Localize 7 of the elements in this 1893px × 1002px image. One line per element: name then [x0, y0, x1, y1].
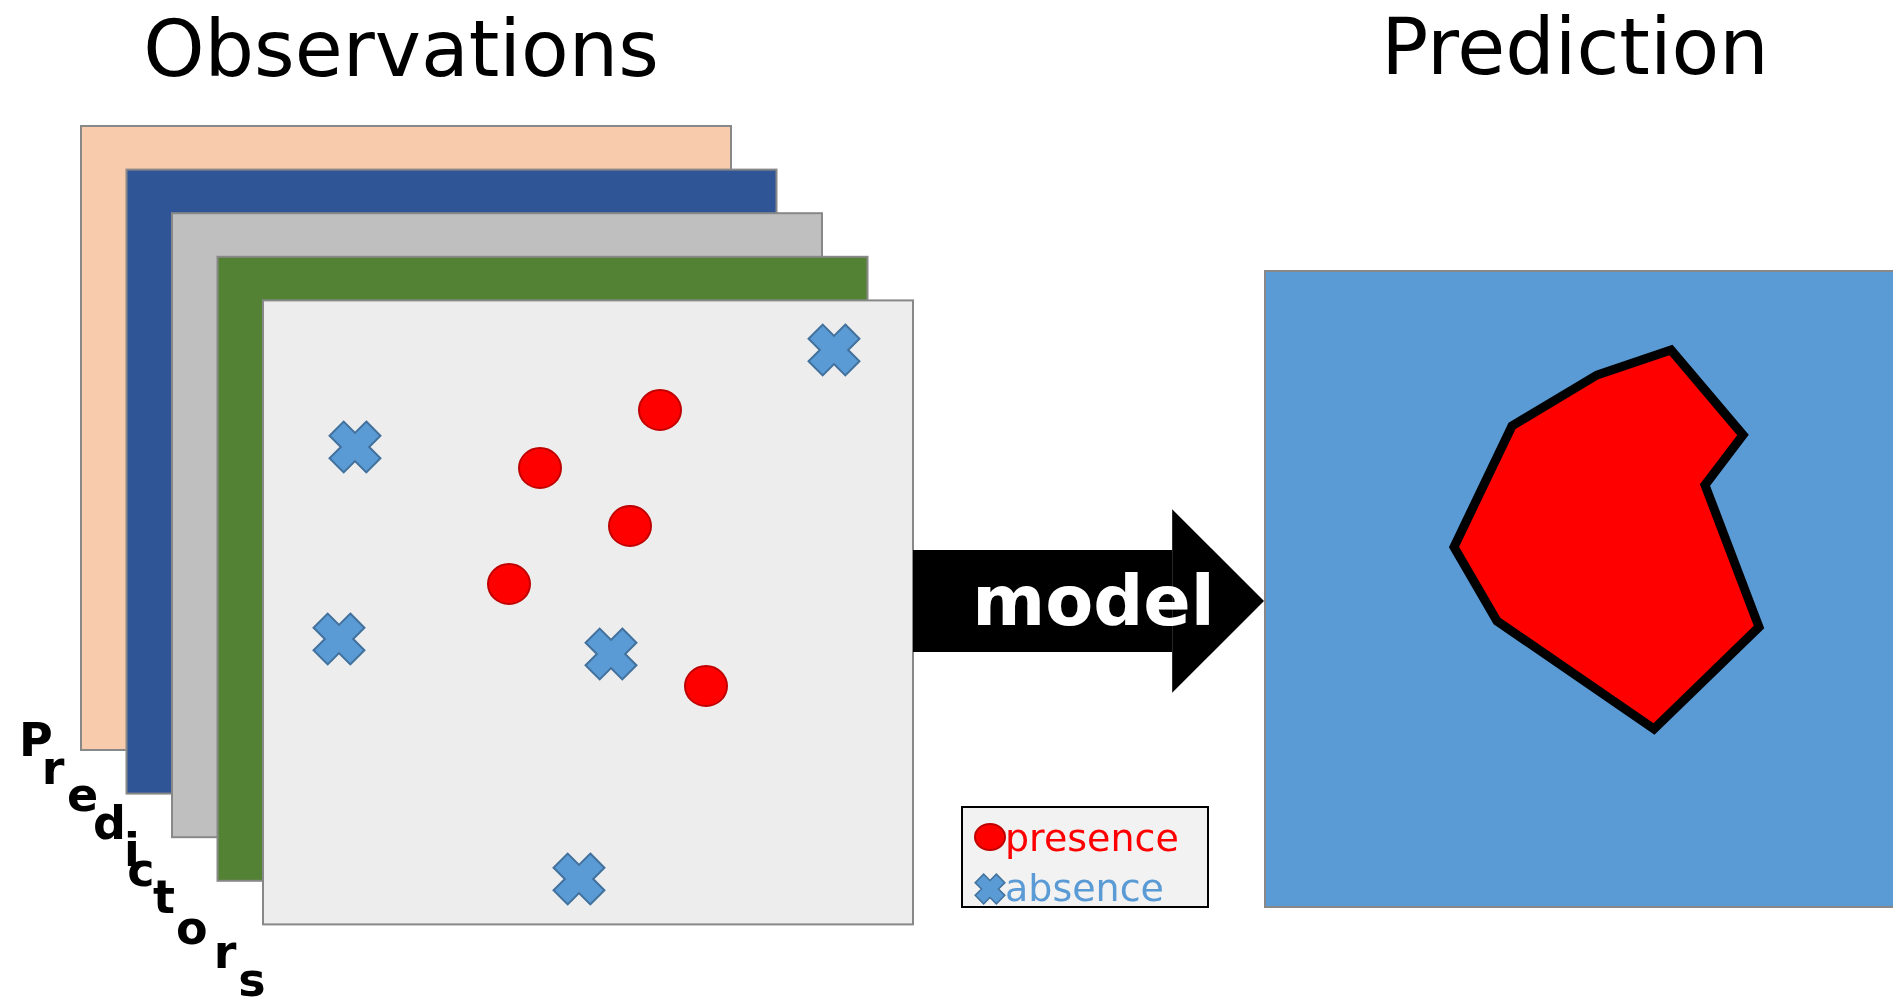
- edge-label: model: [971, 561, 1216, 641]
- legend-label: absence: [1005, 866, 1164, 910]
- legend-label: presence: [1005, 816, 1179, 860]
- axis-label: Predictors: [18, 712, 267, 1002]
- block-arrow: [913, 509, 1264, 693]
- heading: Prediction: [1380, 8, 1770, 86]
- heading: Observations: [142, 10, 660, 88]
